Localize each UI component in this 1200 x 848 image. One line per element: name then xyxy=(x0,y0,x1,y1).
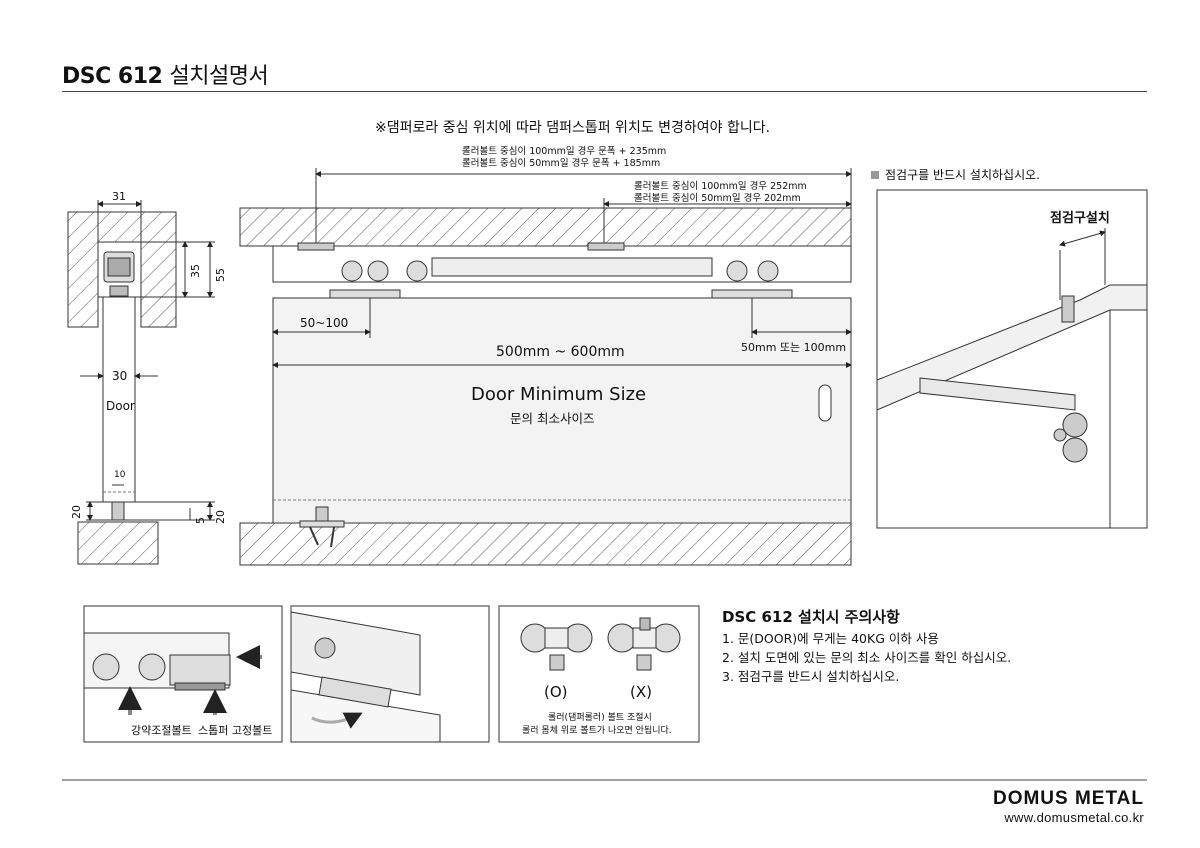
website-url: www.domusmetal.co.kr xyxy=(1004,810,1144,825)
door-label: Door xyxy=(106,399,135,413)
notice-item-1: 1. 문(DOOR)에 무게는 40KG 이하 사용 xyxy=(722,631,939,646)
brand-logo: DOMUS METAL xyxy=(992,788,1144,809)
dim-55: 55 xyxy=(214,268,227,282)
dim-35: 35 xyxy=(189,264,202,278)
panel-3-caption-1: 롤러(댐퍼롤러) 볼트 조절시 xyxy=(548,713,652,723)
dim-note-1a: 롤러볼트 중심이 100mm일 경우 문폭 + 235mm xyxy=(462,146,667,157)
panel-3-ok: (O) xyxy=(544,683,568,701)
dim-30: 30 xyxy=(112,369,128,383)
door-minimum-en: Door Minimum Size xyxy=(471,384,647,405)
dim-note-1b: 롤러볼트 중심이 50mm일 경우 문폭 + 185mm xyxy=(462,158,661,169)
panel-1-label-a: 강약조절볼트 xyxy=(131,724,192,737)
panel-3-caption-2: 롤러 몸체 위로 볼트가 나오면 안됩니다. xyxy=(522,726,672,736)
inspection-note: 점검구를 반드시 설치하십시오. xyxy=(871,166,1040,183)
dim-note-2a: 롤러볼트 중심이 100mm일 경우 252mm xyxy=(634,181,807,192)
title-code: DSC 612 xyxy=(62,64,163,89)
square-bullet-icon xyxy=(871,171,879,179)
panel-3-ng: (X) xyxy=(630,683,652,701)
dim-20-right: 20 xyxy=(214,510,227,524)
dim-20-left: 20 xyxy=(70,505,83,519)
header-rule xyxy=(62,91,1147,92)
notice-item-3: 3. 점검구를 반드시 설치하십시오. xyxy=(722,669,900,684)
notice-item-2: 2. 설치 도면에 있는 문의 최소 사이즈를 확인 하십시오. xyxy=(722,650,1012,665)
page-title: DSC 612 설치설명서 xyxy=(62,58,269,90)
side-section-view xyxy=(67,200,215,565)
inspection-note-text: 점검구를 반드시 설치하십시오. xyxy=(885,168,1040,182)
dim-10: 10 xyxy=(114,470,126,480)
inspection-label: 점검구설치 xyxy=(1050,211,1110,226)
front-elevation-view xyxy=(239,168,852,566)
notice-title: DSC 612 설치시 주의사항 xyxy=(722,608,900,626)
panel-1-drawing xyxy=(83,605,283,743)
damper-note: ※댐퍼로라 중심 위치에 따라 댐퍼스톱퍼 위치도 변경하여야 합니다. xyxy=(375,120,771,136)
title-text: 설치설명서 xyxy=(169,64,269,89)
left-range-label: 50~100 xyxy=(300,316,349,330)
inspection-perspective-view xyxy=(876,189,1148,529)
right-range-label: 50mm 또는 100mm xyxy=(741,341,847,354)
panel-2-drawing xyxy=(290,605,490,743)
door-minimum-ko: 문의 최소사이즈 xyxy=(510,411,595,426)
panel-1-label-b: 스톱퍼 고정볼트 xyxy=(198,724,273,737)
dim-31: 31 xyxy=(112,190,126,203)
panel-3-drawing xyxy=(498,605,700,743)
dim-5: 5 xyxy=(194,517,207,524)
width-range-label: 500mm ~ 600mm xyxy=(496,344,625,360)
dim-note-2b: 롤러볼트 중심이 50mm일 경우 202mm xyxy=(634,193,801,204)
